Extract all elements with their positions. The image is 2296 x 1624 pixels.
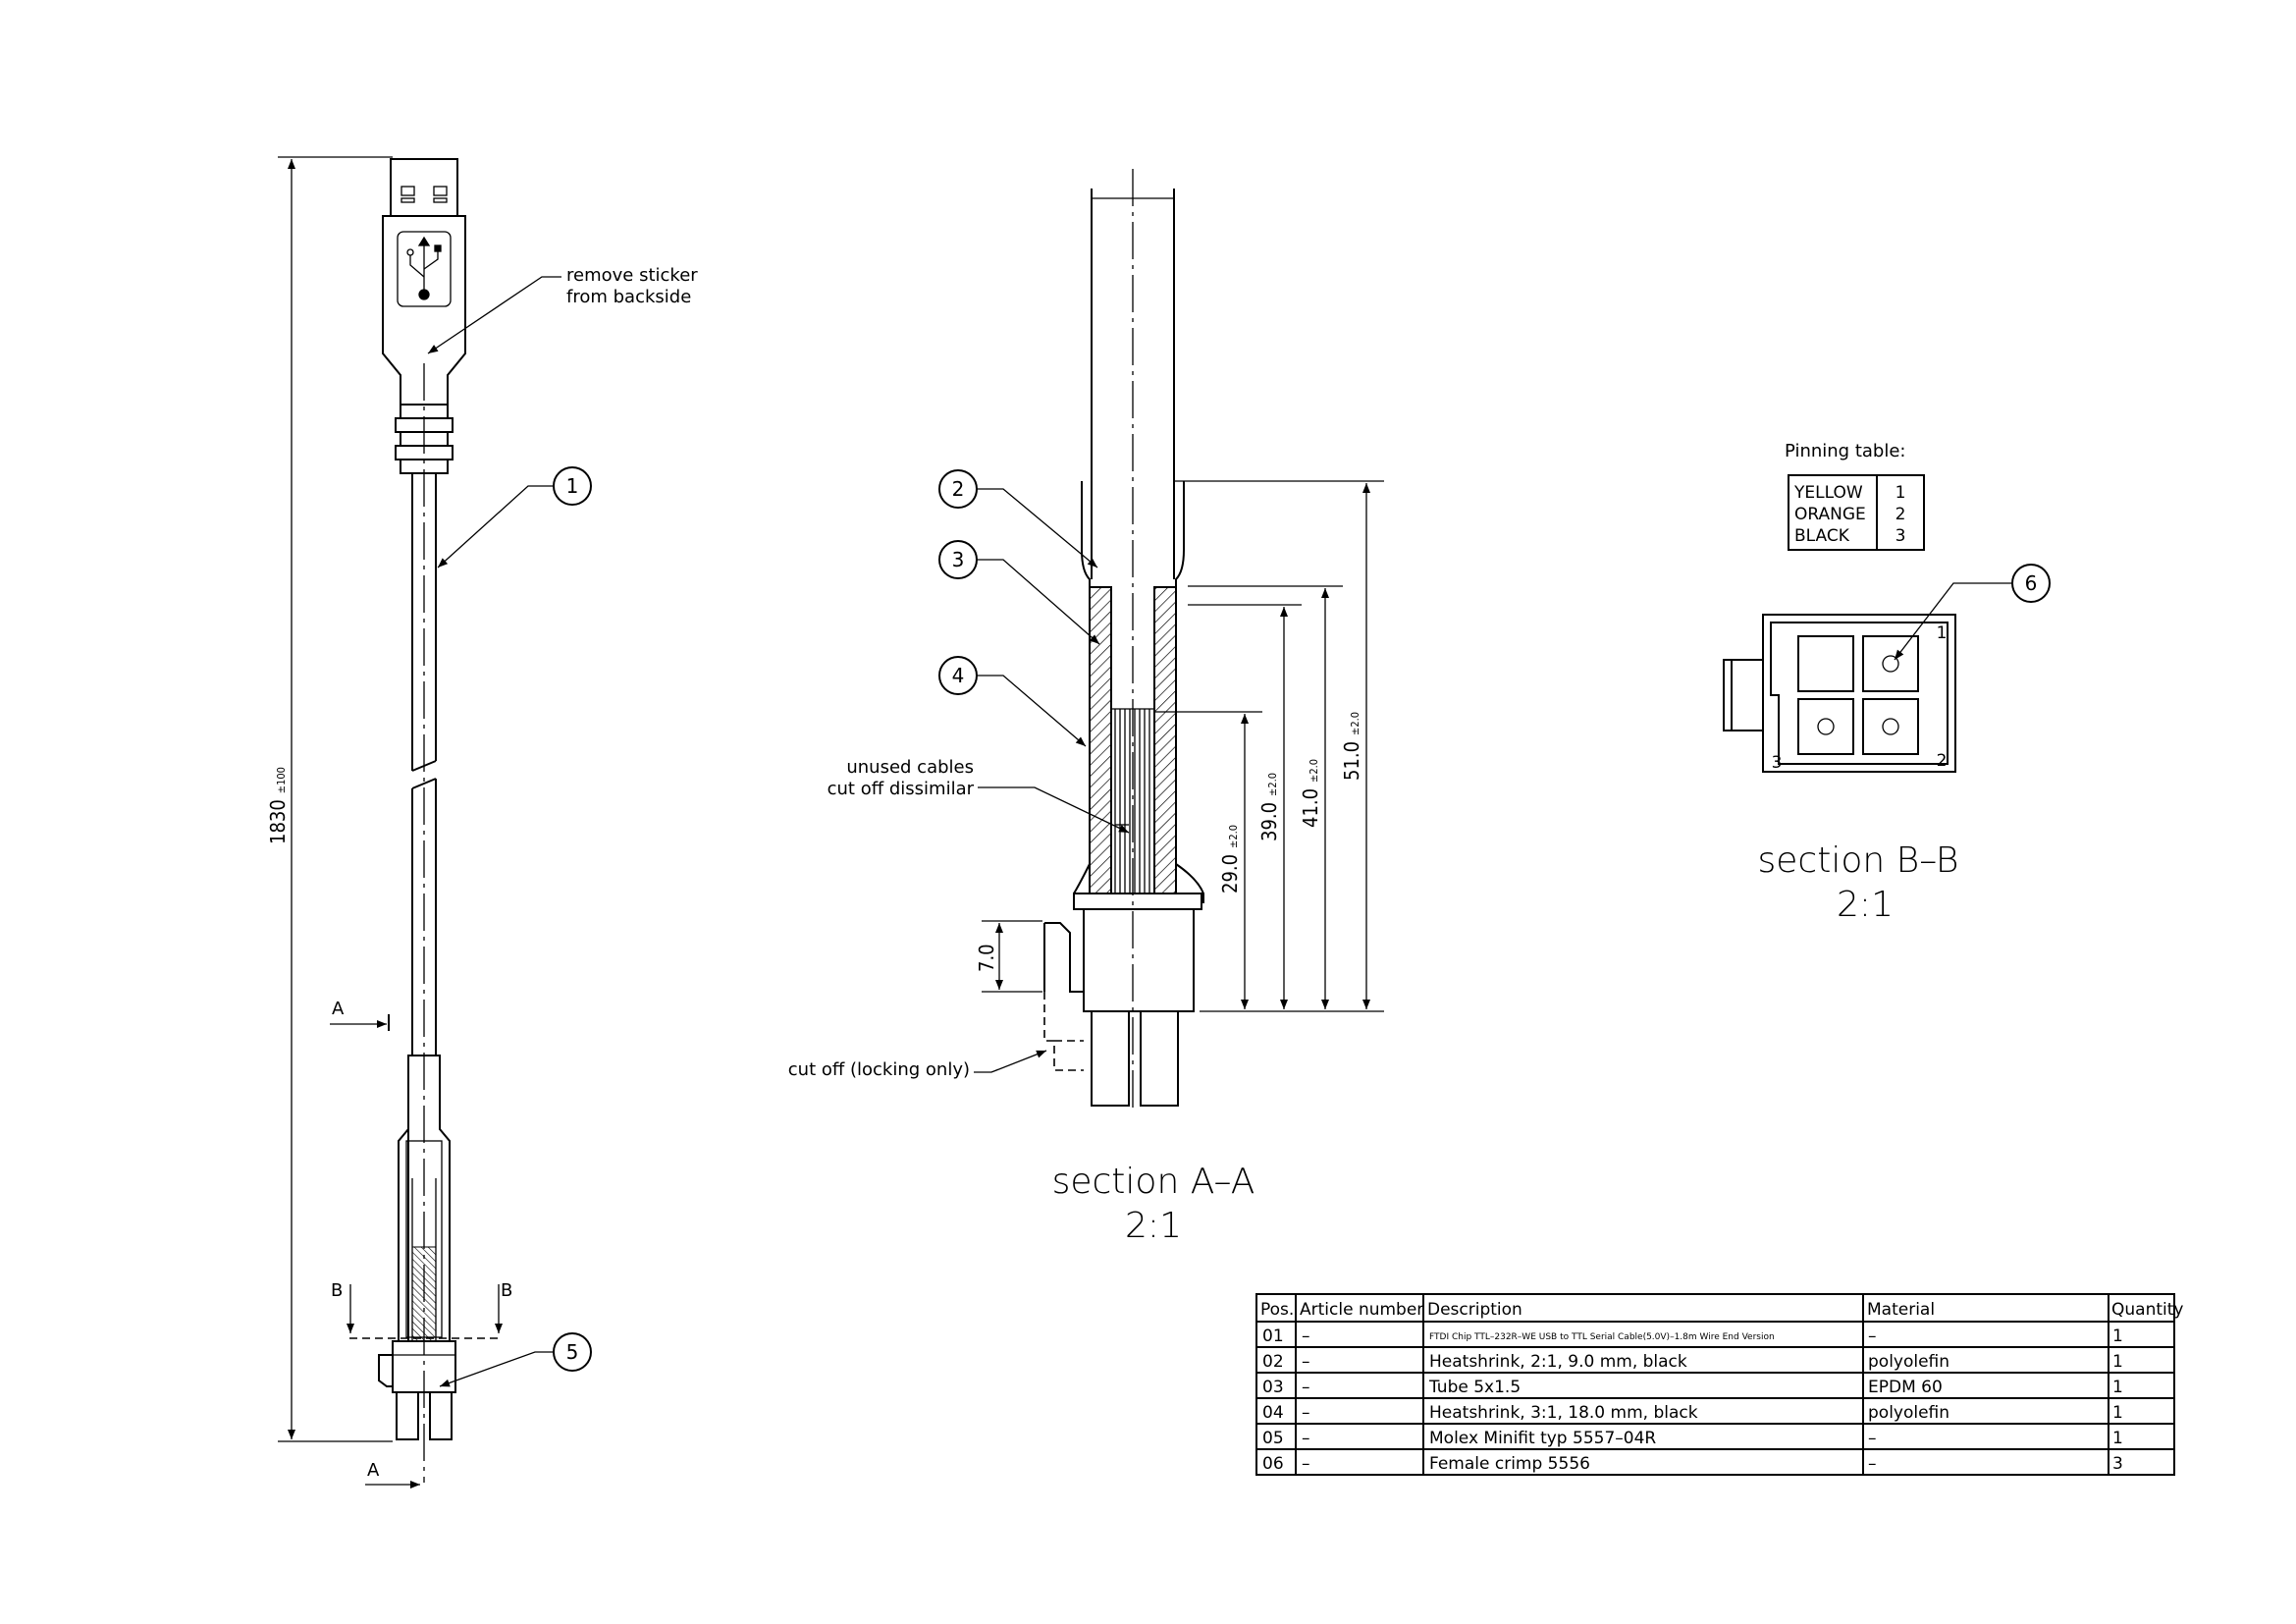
- table-row: 04 – Heatshrink, 3:1, 18.0 mm, black pol…: [1262, 1403, 2123, 1423]
- cutoff-note: cut off (locking only): [788, 1059, 970, 1080]
- col-header-pos: Pos.: [1260, 1300, 1294, 1320]
- table-row: 03 – Tube 5x1.5 EPDM 60 1: [1262, 1378, 2123, 1397]
- balloon-5-number: 5: [566, 1340, 579, 1364]
- pin-number-3: 3: [1896, 526, 1906, 546]
- section-b-marker-right: B: [501, 1280, 512, 1301]
- parts-table: Pos. Article number Description Material…: [1255, 1293, 2183, 1476]
- cell-article: –: [1302, 1326, 1310, 1346]
- pinning-title: Pinning table:: [1785, 441, 1906, 461]
- section-a-marker-top: A: [332, 999, 345, 1019]
- pinning-table: Pinning table: YELLOW ORANGE BLACK 1 2 3: [1785, 441, 1925, 551]
- bb-pin-1-label: 1: [1937, 623, 1948, 643]
- bb-pin-3-label: 3: [1772, 753, 1783, 773]
- table-row: 05 – Molex Minifit typ 5557–04R – 1: [1262, 1429, 2123, 1448]
- col-header-article: Article number: [1300, 1300, 1423, 1320]
- cell-material: EPDM 60: [1868, 1378, 1943, 1397]
- pin-number-2: 2: [1896, 505, 1906, 524]
- balloon-1-number: 1: [566, 474, 579, 498]
- table-row: 02 – Heatshrink, 2:1, 9.0 mm, black poly…: [1262, 1352, 2123, 1372]
- pin-color-2: ORANGE: [1794, 505, 1866, 524]
- usb-logo-box: [397, 231, 452, 307]
- section-aa-title: section A–A: [1052, 1162, 1255, 1202]
- cell-pos: 05: [1262, 1429, 1284, 1448]
- section-a-a-view: 51.0±2.0 41.0±2.0 39.0±2.0 29.0±2.0 7.0 …: [788, 169, 1384, 1246]
- balloon-4-number: 4: [952, 664, 965, 687]
- cell-quantity: 1: [2112, 1378, 2123, 1397]
- cell-article: –: [1302, 1454, 1310, 1474]
- section-a-marker-bottom: A: [367, 1460, 380, 1481]
- col-header-description: Description: [1427, 1300, 1522, 1320]
- cell-description: Tube 5x1.5: [1428, 1378, 1521, 1397]
- dim-41-label: 41.0±2.0: [1299, 759, 1322, 828]
- col-header-quantity: Quantity: [2111, 1300, 2183, 1320]
- section-b-marker-left: B: [331, 1280, 343, 1301]
- unused-cables-note-line2: cut off dissimilar: [828, 779, 975, 799]
- cell-material: –: [1868, 1326, 1877, 1346]
- balloon-6-number: 6: [2025, 571, 2038, 595]
- pin-color-3: BLACK: [1794, 526, 1850, 546]
- cell-material: –: [1868, 1454, 1877, 1474]
- dim-39-label: 39.0±2.0: [1257, 773, 1281, 841]
- cell-quantity: 3: [2112, 1454, 2123, 1474]
- cell-quantity: 1: [2112, 1352, 2123, 1372]
- section-aa-scale: 2:1: [1125, 1206, 1182, 1246]
- cell-material: –: [1868, 1429, 1877, 1448]
- table-row: 06 – Female crimp 5556 – 3: [1262, 1454, 2123, 1474]
- cell-description: Heatshrink, 2:1, 9.0 mm, black: [1429, 1352, 1687, 1372]
- cell-article: –: [1302, 1352, 1310, 1372]
- col-header-material: Material: [1867, 1300, 1935, 1320]
- cell-pos: 04: [1262, 1403, 1284, 1423]
- cell-description: Heatshrink, 3:1, 18.0 mm, black: [1429, 1403, 1698, 1423]
- cell-article: –: [1302, 1403, 1310, 1423]
- dim-51-label: 51.0±2.0: [1340, 712, 1363, 781]
- overall-length-label: 1830±100: [266, 767, 290, 844]
- balloon-3-number: 3: [952, 548, 965, 571]
- cell-material: polyolefin: [1868, 1352, 1949, 1372]
- cell-description: Female crimp 5556: [1429, 1454, 1590, 1474]
- section-b-b-view: 1 2 3 6 section B–B 2:1: [1723, 564, 2051, 925]
- sticker-note-line2: from backside: [566, 287, 691, 307]
- dim-29-label: 29.0±2.0: [1218, 825, 1242, 893]
- cell-description: Molex Minifit typ 5557–04R: [1429, 1429, 1656, 1448]
- cell-quantity: 1: [2112, 1403, 2123, 1423]
- bb-pin-2-label: 2: [1937, 751, 1948, 771]
- cell-article: –: [1302, 1429, 1310, 1448]
- pin-color-1: YELLOW: [1793, 483, 1863, 503]
- dim-7-label: 7.0: [975, 944, 998, 972]
- pin-number-1: 1: [1896, 483, 1906, 503]
- cell-quantity: 1: [2112, 1429, 2123, 1448]
- cell-material: polyolefin: [1868, 1403, 1949, 1423]
- cell-article: –: [1302, 1378, 1310, 1397]
- unused-cables-note-line1: unused cables: [846, 757, 974, 778]
- cable-side-view: 1830±100: [266, 156, 698, 1489]
- cell-pos: 02: [1262, 1352, 1284, 1372]
- cell-quantity: 1: [2112, 1326, 2123, 1346]
- table-row: 01 – FTDI Chip TTL–232R–WE USB to TTL Se…: [1262, 1326, 2123, 1346]
- balloon-2-number: 2: [952, 477, 965, 501]
- cell-pos: 06: [1262, 1454, 1284, 1474]
- sticker-note-line1: remove sticker: [566, 265, 698, 286]
- section-bb-title: section B–B: [1758, 840, 1959, 881]
- cell-description: FTDI Chip TTL–232R–WE USB to TTL Serial …: [1429, 1332, 1775, 1342]
- cell-pos: 01: [1262, 1326, 1284, 1346]
- section-bb-scale: 2:1: [1837, 885, 1894, 925]
- usb-icon: [406, 236, 442, 300]
- cell-pos: 03: [1262, 1378, 1284, 1397]
